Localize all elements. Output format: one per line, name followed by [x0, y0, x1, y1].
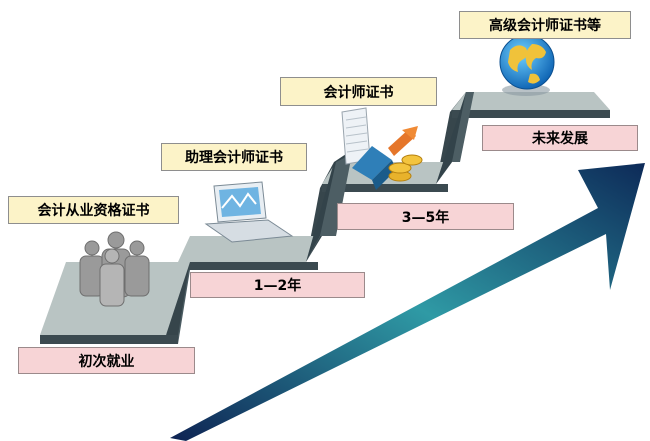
step-4-top [452, 92, 610, 110]
certificate-box-2: 助理会计师证书 [161, 143, 307, 171]
certificate-box-3: 会计师证书 [280, 77, 437, 106]
stage-box-4: 未来发展 [482, 125, 638, 151]
stage-box-1: 初次就业 [18, 347, 195, 374]
people-icon [79, 231, 150, 307]
certificate-box-1: 会计从业资格证书 [8, 196, 179, 224]
stage-box-3: 3—5年 [337, 203, 514, 230]
stage-box-2: 1—2年 [190, 272, 365, 298]
building-money-icon [341, 107, 423, 190]
laptop-icon [204, 181, 294, 243]
globe-icon [499, 34, 555, 96]
certificate-box-4: 高级会计师证书等 [459, 11, 631, 39]
growth-arrow [170, 163, 645, 441]
